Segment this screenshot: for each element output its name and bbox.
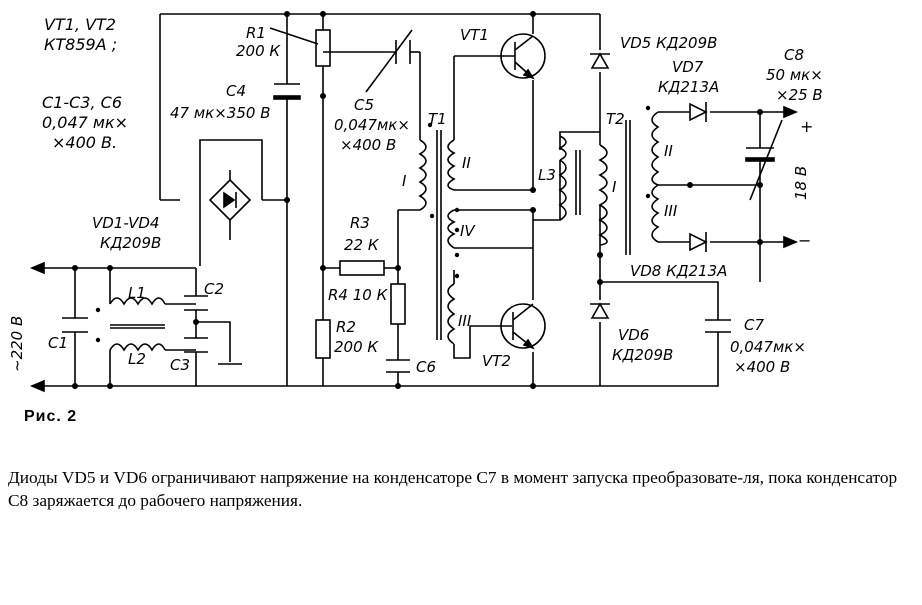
- junction-dots: [72, 11, 763, 389]
- t2-winding-iii: III: [664, 202, 678, 220]
- transistor-note-line1: VT1, VT2: [44, 15, 116, 34]
- c1-label: С1: [48, 334, 68, 352]
- r2-value: 200 К: [334, 338, 379, 356]
- c7-name: С7: [744, 316, 764, 334]
- inductor-l2: [109, 343, 166, 352]
- transformer-t1: [418, 130, 456, 345]
- c4-name: С4: [226, 82, 246, 100]
- diode-vd5: [590, 52, 610, 69]
- vd7-value: КД213А: [658, 78, 719, 96]
- vd6-value: КД209В: [612, 346, 673, 364]
- c7-value1: 0,047мк×: [730, 338, 806, 356]
- vd6-name: VD6: [618, 326, 649, 344]
- diode-vd6: [590, 302, 610, 319]
- t1-winding-iii: III: [458, 312, 472, 330]
- t2-label: Т2: [606, 110, 625, 128]
- c4-value: 47 мк×350 В: [170, 104, 271, 122]
- capacitor-c1: [62, 317, 88, 333]
- wiring: [38, 13, 790, 387]
- r3-name: R3: [350, 214, 370, 232]
- diode-vd7: [689, 102, 708, 122]
- transistor-vt2: [500, 303, 546, 350]
- bridge-name: VD1-VD4: [92, 214, 160, 232]
- vt1-label: VT1: [460, 26, 489, 44]
- capacitor-note-line3: ×400 В.: [52, 133, 117, 152]
- c5-value2: ×400 В: [340, 136, 396, 154]
- figure-label: Рис. 2: [24, 408, 78, 425]
- t2-winding-i: I: [612, 178, 617, 196]
- figure-caption: Диоды VD5 и VD6 ограничивают напряжение …: [8, 468, 898, 510]
- resistor-r1: [269, 27, 331, 67]
- c6-label: С6: [416, 358, 436, 376]
- output-minus-label: −: [798, 231, 811, 250]
- t1-winding-iv: IV: [460, 222, 476, 240]
- transistor-note-line2: КТ859А ;: [44, 35, 117, 54]
- capacitor-c5: [365, 29, 413, 93]
- output-terminals: [783, 105, 799, 249]
- t1-winding-ii: II: [462, 154, 471, 172]
- c3-label: С3: [170, 356, 190, 374]
- t1-label: Т1: [428, 110, 447, 128]
- capacitor-c6: [386, 359, 410, 373]
- inductor-l3: [558, 135, 581, 221]
- c8-value1: 50 мк×: [766, 66, 823, 84]
- vd7-name: VD7: [672, 58, 704, 76]
- circuit-schematic: VT1, VT2 КТ859А ; С1-С3, С6 0,047 мк× ×4…: [8, 11, 823, 393]
- t2-winding-ii: II: [664, 142, 673, 160]
- vd5-label: VD5 КД209В: [620, 34, 717, 52]
- resistor-r3: [339, 260, 385, 276]
- vt2-label: VT2: [482, 352, 511, 370]
- capacitor-c3: [184, 337, 208, 353]
- vd8-label: VD8 КД213А: [630, 262, 727, 280]
- diode-vd8: [689, 232, 708, 252]
- resistor-r4: [390, 283, 406, 325]
- bridge-value: КД209В: [100, 234, 161, 252]
- r1-name: R1: [246, 24, 266, 42]
- inductor-l1: [109, 297, 166, 306]
- mains-terminals: [29, 261, 45, 393]
- r3-value: 22 К: [344, 236, 380, 254]
- mains-voltage-label: ~220 В: [8, 316, 26, 372]
- t1-winding-i: I: [402, 172, 407, 190]
- l2-label: L2: [128, 350, 146, 368]
- r2-name: R2: [336, 318, 356, 336]
- c5-name: С5: [354, 96, 374, 114]
- r1-value: 200 К: [236, 42, 281, 60]
- c5-value1: 0,047мк×: [334, 116, 410, 134]
- capacitor-note-line1: С1-С3, С6: [42, 93, 122, 112]
- l3-label: L3: [538, 166, 556, 184]
- transistor-vt1: [500, 33, 546, 80]
- capacitor-note-line2: 0,047 мк×: [42, 113, 128, 132]
- output-voltage-label: 18 В: [792, 166, 810, 200]
- capacitor-c7: [705, 319, 731, 333]
- c8-name: С8: [784, 46, 804, 64]
- c2-label: С2: [204, 280, 224, 298]
- transformer-t2: [598, 111, 660, 255]
- c7-value2: ×400 В: [734, 358, 790, 376]
- capacitor-c2: [184, 295, 208, 311]
- c8-value2: ×25 В: [776, 86, 823, 104]
- output-plus-label: +: [800, 117, 813, 136]
- l1-label: L1: [128, 284, 146, 302]
- r4-label: R4 10 К: [328, 286, 389, 304]
- resistor-r2: [315, 319, 331, 359]
- capacitor-c8: [745, 119, 783, 201]
- capacitor-c4: [273, 83, 301, 100]
- diode-bridge: [208, 178, 252, 222]
